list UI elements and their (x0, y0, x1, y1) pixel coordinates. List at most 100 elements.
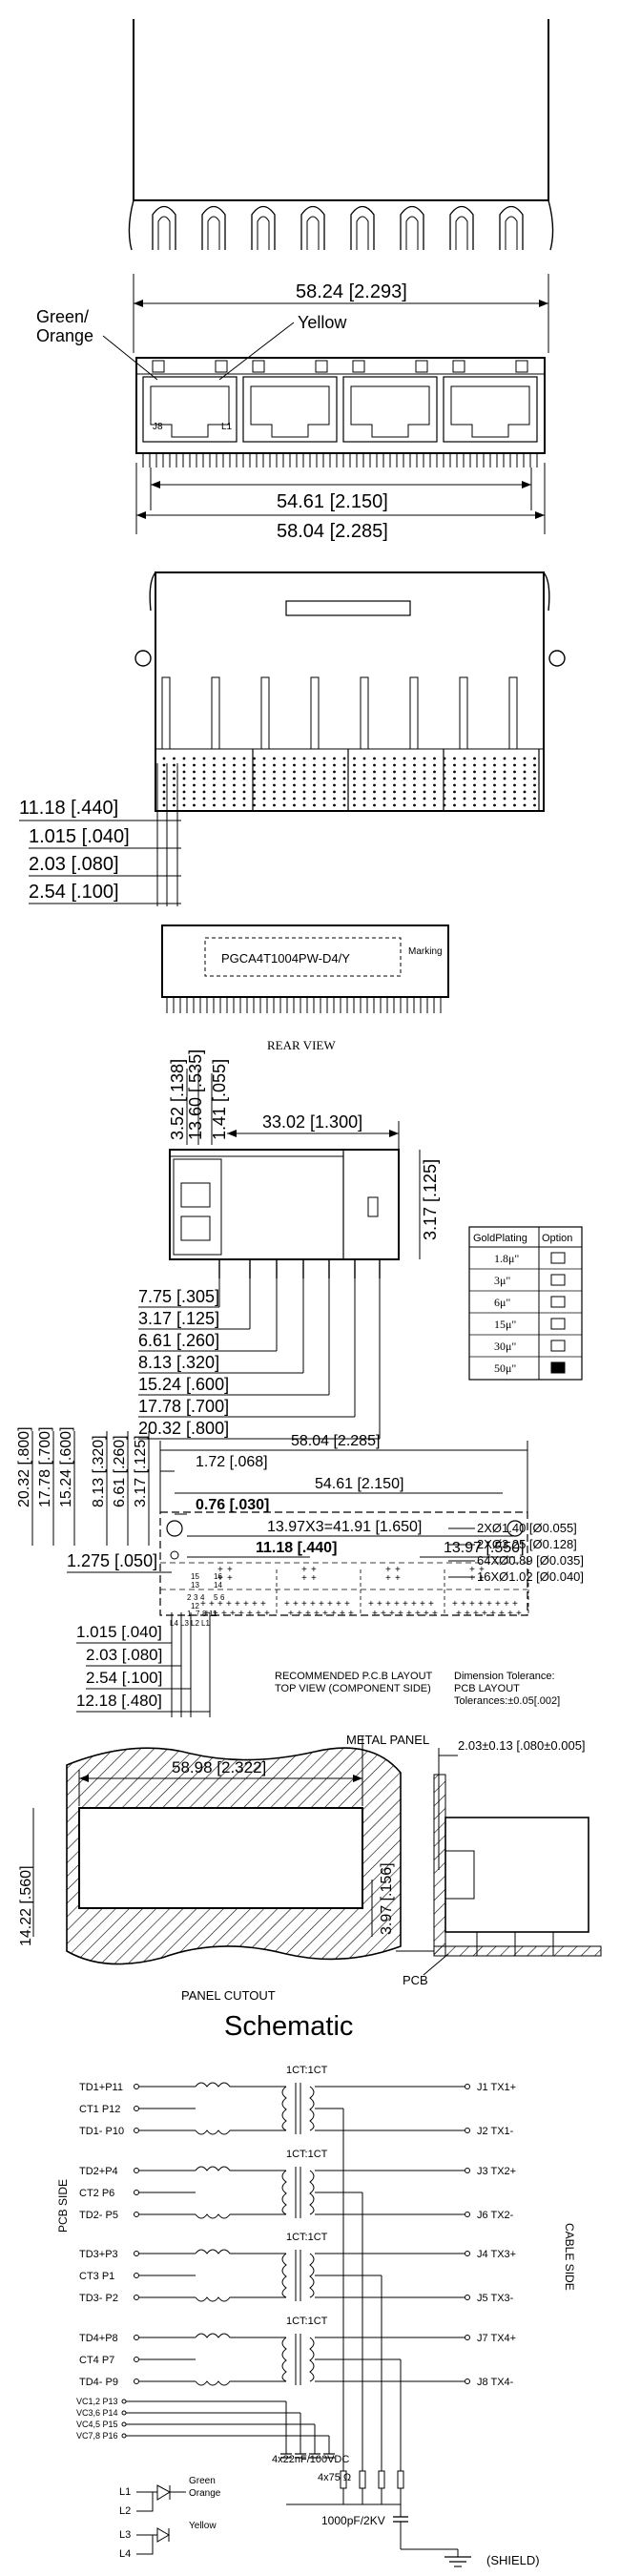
signal-pin: + (226, 1599, 232, 1610)
bottom-hole (353, 763, 356, 767)
led-l4: L4 (119, 2548, 131, 2560)
pcb-top-dim: 58.04 [2.285] (291, 1433, 380, 1449)
bottom-hole (222, 770, 226, 774)
panel-left-dim: 14.22 [.560] (18, 1865, 34, 1946)
vc-terminal (121, 2421, 127, 2427)
bottom-hole (473, 783, 476, 787)
signal-pin: + (411, 1599, 417, 1610)
side-top-dim-1: 3.52 [.138] (168, 1059, 187, 1140)
bottom-hole (433, 790, 436, 794)
bottom-hole (423, 797, 426, 800)
gold-row-plating: 3μ" (494, 1274, 510, 1287)
latch-tab (449, 205, 474, 250)
bottom-hole (413, 803, 416, 807)
latch-tab (152, 205, 176, 250)
dim-bottom-c: 2.03 [.080] (29, 854, 119, 875)
bottom-hole (242, 790, 246, 794)
dim-bottom-d: 2.54 [.100] (29, 882, 119, 903)
signal-pin: + (238, 1609, 244, 1619)
latch-tab-inner (157, 216, 171, 250)
bottom-hole (162, 757, 166, 760)
pcb-top-dim: 11.18 [.440] (256, 1540, 337, 1556)
pin-terminal (134, 2128, 139, 2133)
bottom-hole (282, 803, 286, 807)
side-pin-dim: 8.13 [.320] (138, 1353, 219, 1372)
jack-terminal (465, 2251, 470, 2256)
signal-pin: + (385, 1599, 391, 1610)
bottom-hole (262, 783, 266, 787)
bottom-hole (302, 797, 306, 800)
signal-pin: + (221, 1609, 227, 1619)
pcb-caption-2: TOP VIEW (COMPONENT SIDE) (275, 1683, 431, 1694)
bottom-hole (362, 783, 366, 787)
bottom-hole (313, 797, 316, 800)
bottom-hole (293, 783, 296, 787)
pcb-side-label: PCB SIDE (56, 2179, 70, 2233)
panel-caption: PANEL CUTOUT (181, 1988, 276, 2003)
bottom-hole (533, 783, 536, 787)
bottom-hole (393, 770, 396, 774)
led-pin: + (469, 1573, 475, 1584)
bottom-hole (173, 803, 176, 807)
bottom-hole (353, 770, 356, 774)
bottom-hole (233, 803, 236, 807)
led-window (152, 360, 165, 373)
bottom-hole (513, 790, 516, 794)
bottom-hole (242, 757, 246, 760)
led-pin: + (217, 1565, 223, 1575)
bottom-hole (293, 763, 296, 767)
bottom-hole (533, 790, 536, 794)
transformer-secondary (309, 2337, 315, 2382)
jack-terminal (465, 2212, 470, 2217)
bottom-hole (193, 757, 196, 760)
bottom-hole (313, 770, 316, 774)
bottom-hole (322, 777, 326, 780)
bottom-hole (503, 803, 506, 807)
bottom-hole (193, 770, 196, 774)
gold-row-plating: 6μ" (494, 1296, 510, 1309)
bottom-hole (322, 783, 326, 787)
bottom-hole (483, 770, 486, 774)
gold-row-option-box (550, 1274, 566, 1286)
bottom-hole (403, 770, 406, 774)
pin-terminal (134, 2335, 139, 2340)
bottom-hole (342, 757, 346, 760)
bottom-hole (262, 777, 266, 780)
pcb-left-dim: 6.61 [.260] (112, 1435, 128, 1507)
pin-number: 16 (214, 1572, 222, 1581)
bottom-hole (193, 797, 196, 800)
bottom-slot (360, 676, 369, 750)
bottom-hole (162, 803, 166, 807)
dim-bottom-a: 11.18 [.440] (19, 798, 118, 819)
bottom-hole (342, 777, 346, 780)
bottom-hole (483, 783, 486, 787)
hv-cap-label: 1000pF/2KV (321, 2514, 385, 2527)
bottom-hole (493, 797, 496, 800)
bottom-hole (213, 757, 216, 760)
pcb-left-dim: 8.13 [.320] (91, 1435, 107, 1507)
bottom-slot (409, 676, 419, 750)
bottom-hole (463, 757, 466, 760)
bottom-hole (182, 803, 186, 807)
signal-pin: + (372, 1609, 378, 1619)
pcb-caption-1: RECOMMENDED P.C.B LAYOUT (275, 1671, 433, 1682)
bottom-hole (463, 797, 466, 800)
pin-terminal (134, 2251, 139, 2256)
bottom-hole (233, 777, 236, 780)
pin-number: 14 (214, 1581, 222, 1589)
bottom-hole (433, 777, 436, 780)
cable-side-label: CABLE SIDE (563, 2223, 576, 2291)
signal-pin: + (217, 1599, 223, 1610)
signal-pin: + (319, 1599, 324, 1610)
bottom-hole (403, 797, 406, 800)
label-yellow: Yellow (298, 313, 347, 332)
signal-pin: + (340, 1609, 345, 1619)
bottom-hole (333, 763, 336, 767)
bottom-hole (322, 803, 326, 807)
bottom-hole (162, 763, 166, 767)
bottom-hole (333, 770, 336, 774)
bottom-hole (533, 803, 536, 807)
bottom-hole (533, 797, 536, 800)
bottom-hole (523, 797, 527, 800)
